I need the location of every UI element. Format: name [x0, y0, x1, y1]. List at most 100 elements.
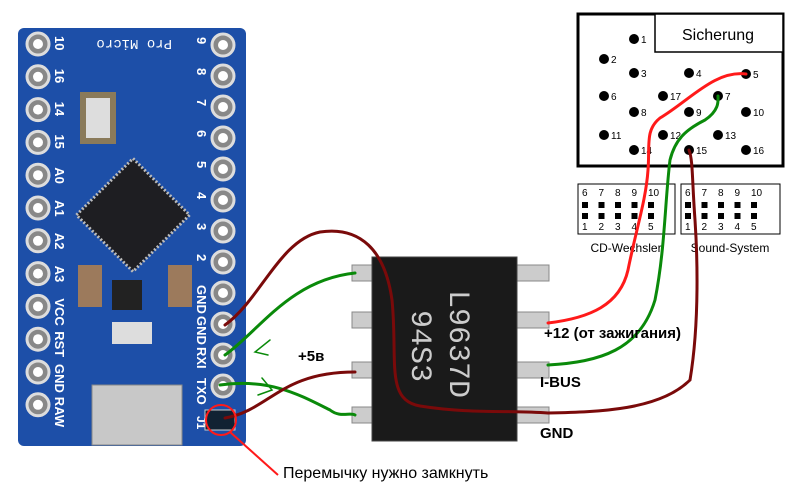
- connector-pin-number: 6: [611, 92, 617, 103]
- sub-pin-number: 3: [615, 222, 621, 233]
- cd-changer-block: [577, 183, 676, 235]
- pin-label: A1: [52, 200, 67, 217]
- sub-pin-number: 5: [751, 222, 757, 233]
- connector-pin-number: 7: [725, 92, 731, 103]
- connector-pin: [599, 91, 609, 101]
- cd-changer-label: CD-Wechsler: [590, 241, 661, 255]
- pin-label: 5: [194, 161, 209, 168]
- pin-label: A3: [52, 266, 67, 283]
- pin-label: 9: [194, 37, 209, 44]
- pin-label: 3: [194, 223, 209, 230]
- sub-pin-number: 5: [648, 222, 654, 233]
- connector-pin: [741, 107, 751, 117]
- l9637-chip: L9637D 94S3: [351, 256, 550, 442]
- pin-label: RXI: [194, 347, 209, 369]
- connector-pin: [658, 91, 668, 101]
- sub-pin-number: 10: [751, 188, 763, 199]
- pin-label: TXO: [194, 378, 209, 405]
- connector-pin-number: 3: [641, 69, 647, 80]
- sub-pin-number: 8: [718, 188, 724, 199]
- sub-pin-number: 7: [702, 188, 708, 199]
- sub-pin-number: 8: [615, 188, 621, 199]
- pin-label: 15: [52, 134, 67, 148]
- sound-system-block: [680, 183, 781, 235]
- fuse-label: Sicherung: [682, 27, 754, 44]
- connector-pin-number: 14: [641, 146, 653, 157]
- sub-pin-number: 2: [702, 222, 708, 233]
- ibus-label: I-BUS: [540, 374, 581, 391]
- wire-ibus: [546, 94, 720, 367]
- wire-txo: [218, 381, 357, 417]
- connector-pin-number: 12: [670, 131, 682, 142]
- connector-pin: [629, 68, 639, 78]
- plus5-label: +5в: [298, 348, 325, 365]
- pin-label: RST: [52, 331, 67, 357]
- connector-pin: [599, 130, 609, 140]
- connector-pin-number: 8: [641, 108, 647, 119]
- sub-pin-number: 6: [582, 188, 588, 199]
- sub-pin-number: 9: [735, 188, 741, 199]
- sound-system-label: Sound-System: [691, 241, 770, 255]
- chip-marking-2: 94S3: [402, 310, 436, 382]
- connector-pin-number: 16: [753, 146, 765, 157]
- sub-pin-number: 2: [599, 222, 605, 233]
- connector-pin-number: 15: [696, 146, 708, 157]
- connector-pin: [599, 54, 609, 64]
- connector-pin: [713, 130, 723, 140]
- pin-label: 7: [194, 99, 209, 106]
- wire-gnd-connector: [546, 148, 699, 415]
- gnd-label: GND: [540, 425, 574, 442]
- pin-label: 2: [194, 254, 209, 261]
- pin-label: 10: [52, 36, 67, 50]
- sub-pin-number: 6: [685, 188, 691, 199]
- connector-pin-number: 1: [641, 35, 647, 46]
- chip-marking-1: L9637D: [440, 290, 474, 398]
- chip-pin: [351, 311, 375, 329]
- connector-pin-number: 13: [725, 131, 737, 142]
- sub-pin-number: 9: [632, 188, 638, 199]
- sub-pin-number: 1: [582, 222, 588, 233]
- connector-pin-number: 5: [753, 70, 759, 81]
- pin-label: 8: [194, 68, 209, 75]
- connector-pin-number: 11: [611, 131, 622, 142]
- wire-plus5: [223, 370, 357, 420]
- pin-label: RAW: [52, 397, 67, 428]
- pin-label: 14: [52, 102, 67, 117]
- pin-label: GND: [194, 316, 209, 345]
- jumper-pointer: [229, 431, 279, 476]
- wire-rxi: [223, 271, 357, 357]
- connector-pin: [741, 145, 751, 155]
- pin-label: GND: [52, 364, 67, 393]
- jumper-highlight: [205, 404, 237, 436]
- connector-pin: [629, 107, 639, 117]
- mcu-chip: [74, 156, 192, 274]
- pin-label: A2: [52, 233, 67, 250]
- connector-pin-number: 4: [696, 69, 702, 80]
- connector-pin: [658, 130, 668, 140]
- sub-pin-number: 1: [685, 222, 691, 233]
- usb-port: [91, 384, 183, 446]
- pin-label: VCC: [52, 298, 67, 326]
- connector-pin: [684, 107, 694, 117]
- wire-plus12: [546, 72, 748, 325]
- sub-pin-number: 7: [599, 188, 605, 199]
- pin-label: GND: [194, 285, 209, 314]
- sub-pin-number: 3: [718, 222, 724, 233]
- pin-label: 6: [194, 130, 209, 137]
- arrow-txo: [257, 377, 274, 396]
- pin-label: A0: [52, 167, 67, 184]
- board-title: Pro Micro: [96, 35, 172, 51]
- sub-pin-number: 4: [632, 222, 638, 233]
- connector-pin-number: 10: [753, 108, 765, 119]
- connector-pin-number: 17: [670, 92, 682, 103]
- connector-pin-number: 2: [611, 55, 617, 66]
- pin-label: 4: [194, 192, 209, 200]
- pin-label: 16: [52, 69, 67, 83]
- sub-pin-number: 4: [735, 222, 741, 233]
- sub-pin-number: 10: [648, 188, 660, 199]
